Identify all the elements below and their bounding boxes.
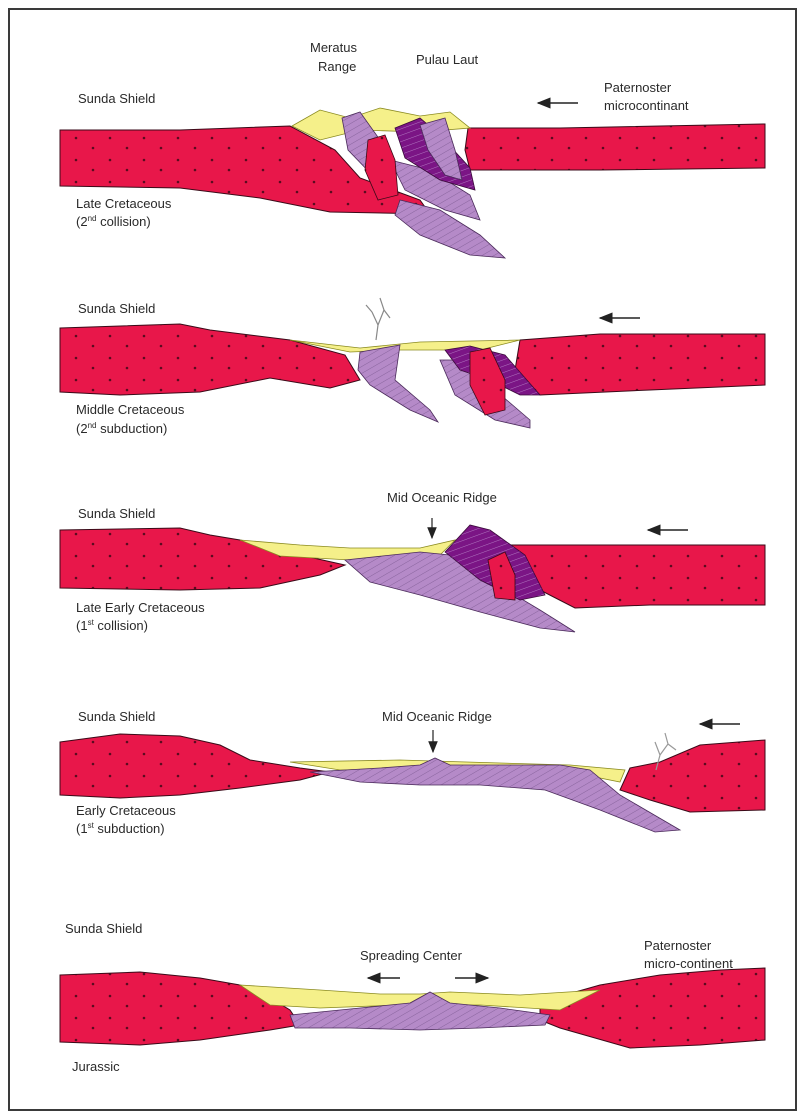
panel-jurassic xyxy=(60,968,765,1048)
sundaland-continent xyxy=(60,528,345,590)
panel-late-cretaceous xyxy=(60,108,765,258)
event-label: (1st subduction) xyxy=(76,821,165,836)
sunda-shield-label: Sunda Shield xyxy=(78,709,155,724)
microcontinant-label: microcontinant xyxy=(604,98,689,113)
paternoster-continent xyxy=(515,334,765,395)
paternoster-label: Paternoster xyxy=(604,80,672,95)
meratus-range-label: Range xyxy=(318,59,356,74)
stage-label: Middle Cretaceous xyxy=(76,402,185,417)
event-label: (2nd subduction) xyxy=(76,421,167,436)
meratus-label: Meratus xyxy=(310,40,357,55)
sunda-shield-label: Sunda Shield xyxy=(78,506,155,521)
pulau-laut-label: Pulau Laut xyxy=(416,52,479,67)
sunda-shield-label: Sunda Shield xyxy=(65,921,142,936)
mid-oceanic-ridge-label: Mid Oceanic Ridge xyxy=(382,709,492,724)
stage-label: Early Cretaceous xyxy=(76,803,176,818)
paternoster-continent xyxy=(505,545,765,608)
micro-continent-label: micro-continent xyxy=(644,956,733,971)
paternoster-continent xyxy=(620,740,765,812)
stage-label: Jurassic xyxy=(72,1059,120,1074)
event-label: (1st collision) xyxy=(76,618,148,633)
sundaland-continent xyxy=(60,972,300,1045)
sundaland-continent xyxy=(60,324,360,395)
sunda-shield-label: Sunda Shield xyxy=(78,91,155,106)
paternoster-continent xyxy=(465,124,765,170)
subducting-slab-1 xyxy=(358,345,438,422)
volcanic-arc-icon xyxy=(366,298,390,340)
sunda-shield-label: Sunda Shield xyxy=(78,301,155,316)
mid-oceanic-ridge-label: Mid Oceanic Ridge xyxy=(387,490,497,505)
paternoster-continent xyxy=(540,968,765,1048)
spreading-center-label: Spreading Center xyxy=(360,948,463,963)
oceanic-crust xyxy=(310,758,680,832)
stage-label: Late Cretaceous xyxy=(76,196,172,211)
paternoster-label: Paternoster xyxy=(644,938,712,953)
sundaland-continent xyxy=(60,734,330,798)
stage-label: Late Early Cretaceous xyxy=(76,600,205,615)
event-label: (2nd collision) xyxy=(76,214,151,229)
